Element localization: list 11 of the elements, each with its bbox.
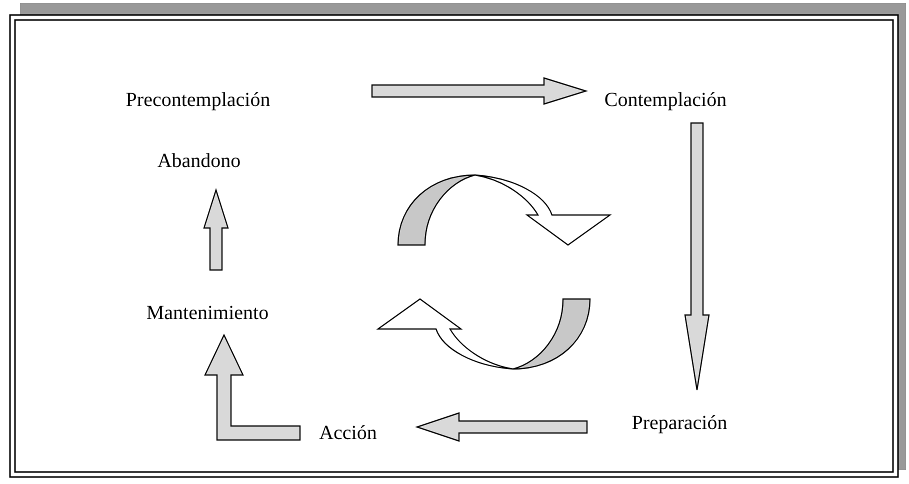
- stage-label: Preparación: [602, 409, 757, 437]
- block-arrow: [204, 334, 301, 441]
- stage-label: Abandono: [140, 147, 258, 175]
- stage-label: Contemplación: [583, 86, 748, 114]
- block-arrow: [684, 122, 710, 391]
- stage-label: Precontemplación: [88, 86, 308, 114]
- stage-label: Acción: [308, 419, 388, 447]
- block-arrow: [203, 188, 229, 271]
- block-arrow: [371, 77, 588, 105]
- block-arrow: [415, 412, 588, 442]
- stage-label: Mantenimiento: [110, 299, 305, 327]
